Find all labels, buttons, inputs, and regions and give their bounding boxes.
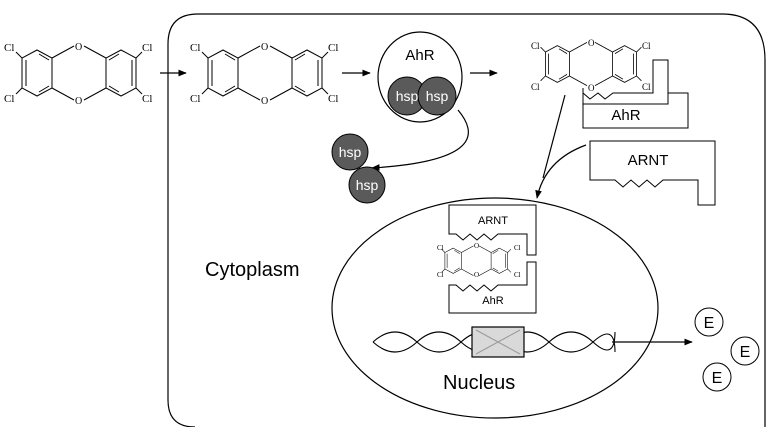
arnt-label: ARNT	[628, 152, 669, 169]
svg-text:Cl: Cl	[328, 42, 338, 54]
arrow-arnt-to-nucleus	[535, 144, 587, 199]
nucleus-label: Nucleus	[443, 372, 515, 394]
ahr-receptor-shape	[582, 59, 689, 129]
arrow-hsp-release	[371, 109, 469, 171]
hsp-label: hsp	[396, 88, 419, 104]
expressed-products: E E E	[694, 307, 760, 392]
svg-text:Cl: Cl	[190, 93, 200, 105]
svg-text:O: O	[261, 96, 268, 107]
svg-text:O: O	[474, 242, 479, 250]
cell-membrane	[167, 13, 766, 427]
dioxin-molecule-outside: Cl Cl Cl Cl O O	[4, 42, 152, 107]
ahr-label: AhR	[611, 107, 640, 124]
hsp-label: hsp	[426, 88, 449, 104]
svg-text:O: O	[588, 83, 595, 93]
svg-text:hsp: hsp	[356, 177, 379, 193]
released-hsp: hsp hsp	[331, 133, 386, 204]
svg-text:Cl: Cl	[4, 93, 14, 105]
nuclear-ahr: AhR	[448, 261, 537, 314]
nucleus	[331, 197, 659, 419]
svg-text:AhR: AhR	[482, 295, 503, 307]
svg-text:E: E	[740, 344, 751, 361]
svg-text:O: O	[75, 42, 82, 53]
nuclear-dioxin: Cl Cl Cl Cl O O	[437, 242, 521, 279]
svg-text:O: O	[261, 42, 268, 53]
nuclear-arnt: ARNT	[448, 204, 537, 256]
ahr-hsp-complex: AhR hsp hsp	[377, 31, 463, 123]
svg-text:Cl: Cl	[142, 42, 152, 54]
svg-text:hsp: hsp	[339, 144, 362, 160]
svg-text:Cl: Cl	[642, 41, 651, 51]
svg-text:E: E	[704, 315, 715, 332]
svg-text:Cl: Cl	[328, 93, 338, 105]
dna-helix	[372, 326, 616, 358]
arrow-ahr-to-nucleus	[542, 94, 566, 179]
svg-text:Cl: Cl	[4, 42, 14, 54]
svg-text:O: O	[474, 271, 479, 279]
svg-text:ARNT: ARNT	[478, 215, 508, 227]
ahr-label: AhR	[405, 47, 434, 64]
svg-text:Cl: Cl	[531, 82, 540, 92]
svg-text:Cl: Cl	[514, 244, 521, 252]
svg-text:E: E	[712, 370, 723, 387]
svg-text:O: O	[75, 96, 82, 107]
cytoplasm-label: Cytoplasm	[205, 259, 299, 281]
svg-text:O: O	[588, 38, 595, 48]
svg-text:Cl: Cl	[142, 93, 152, 105]
hsp-protein	[417, 76, 457, 116]
dioxin-ahr-bound: Cl Cl Cl Cl O O AhR	[531, 38, 689, 129]
svg-text:Cl: Cl	[437, 244, 444, 252]
arnt-cytoplasm: ARNT	[589, 140, 716, 206]
svg-text:Cl: Cl	[642, 82, 651, 92]
dioxin-molecule-cytoplasm: Cl Cl Cl Cl O O	[190, 42, 338, 107]
svg-text:Cl: Cl	[190, 42, 200, 54]
svg-text:Cl: Cl	[514, 271, 521, 279]
svg-text:Cl: Cl	[437, 271, 444, 279]
svg-text:Cl: Cl	[531, 41, 540, 51]
